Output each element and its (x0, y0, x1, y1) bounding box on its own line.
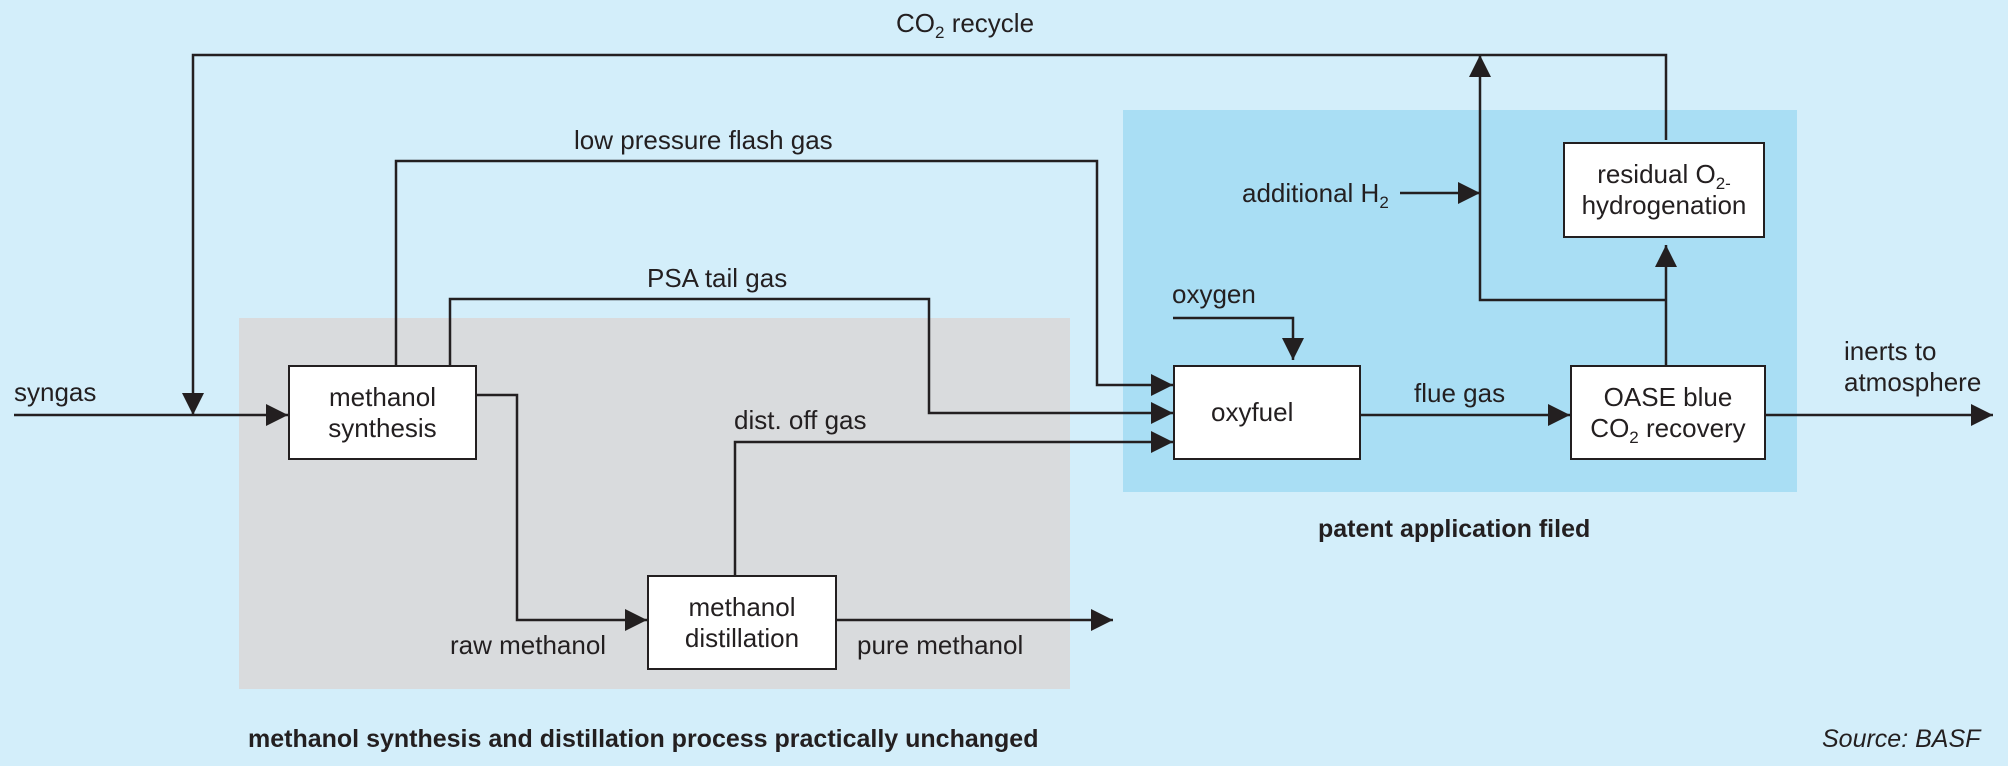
label-syngas: syngas (14, 377, 97, 407)
label-additional-h2-main: additional H (1242, 178, 1380, 208)
label-raw-methanol: raw methanol (450, 630, 607, 660)
label-co2-recycle-rest: recycle (944, 8, 1035, 38)
node-residual-line1-sub: 2- (1715, 174, 1731, 193)
label-psa-tail-gas: PSA tail gas (647, 263, 788, 293)
node-residual-line2: hydrogenation (1581, 190, 1747, 220)
co2-recycle-arrow (182, 53, 1668, 415)
node-oase-line2-rest: recovery (1638, 412, 1746, 443)
node-methanol-synthesis-line2: synthesis (328, 412, 437, 443)
node-methanol-distillation-line1: methanol (688, 591, 796, 622)
label-inerts-line1: inerts to (1844, 336, 1937, 366)
label-dist-off-gas: dist. off gas (734, 405, 867, 435)
label-inerts-line2: atmosphere (1844, 367, 1982, 397)
label-low-pressure-flash-gas: low pressure flash gas (574, 125, 833, 155)
node-methanol-distillation-line2: distillation (684, 622, 800, 653)
label-pure-methanol: pure methanol (857, 630, 1024, 660)
node-oxyfuel: oxyfuel (1173, 365, 1361, 460)
low-pressure-flash-gas-arrow (394, 159, 1173, 396)
node-oase-line1: OASE blue (1603, 381, 1733, 412)
node-oase-line2: CO2 recovery (1590, 412, 1746, 447)
caption-patent-application: patent application filed (1318, 515, 1591, 543)
recycle-riser-arrow (1469, 55, 1666, 302)
raw-methanol-arrow (477, 393, 647, 631)
node-residual-line1-main: residual O (1597, 159, 1716, 189)
label-oxygen: oxygen (1172, 279, 1256, 309)
node-residual-o2-hydrogenation: residual O2- hydrogenation (1563, 142, 1765, 238)
label-additional-h2: additional H2 (1242, 178, 1389, 211)
oxygen-arrow (1173, 316, 1304, 360)
node-oase-line2-main: CO (1590, 412, 1630, 443)
label-additional-h2-sub: 2 (1379, 193, 1389, 212)
label-co2-recycle-sub: 2 (935, 23, 945, 42)
label-co2-recycle: CO2 recycle (896, 8, 1035, 41)
node-methanol-synthesis-line1: methanol (329, 381, 436, 412)
psa-tail-gas-arrow (448, 297, 1173, 424)
node-methanol-distillation: methanol distillation (647, 575, 837, 670)
label-co2-recycle-main: CO (896, 8, 935, 38)
label-inerts-to-atmosphere: inerts to atmosphere (1844, 336, 1981, 398)
dist-off-gas-arrow (733, 431, 1173, 575)
node-oase-line2-sub: 2 (1629, 427, 1639, 447)
node-oase-blue-co2-recovery: OASE blue CO2 recovery (1570, 365, 1766, 460)
node-residual-line1: residual O2- (1597, 159, 1731, 193)
caption-existing-process: methanol synthesis and distillation proc… (248, 725, 1039, 753)
node-oxyfuel-line1: oxyfuel (1211, 397, 1294, 427)
source-credit: Source: BASF (1822, 725, 1981, 753)
node-methanol-synthesis: methanol synthesis (288, 365, 477, 460)
label-flue-gas: flue gas (1414, 378, 1506, 408)
